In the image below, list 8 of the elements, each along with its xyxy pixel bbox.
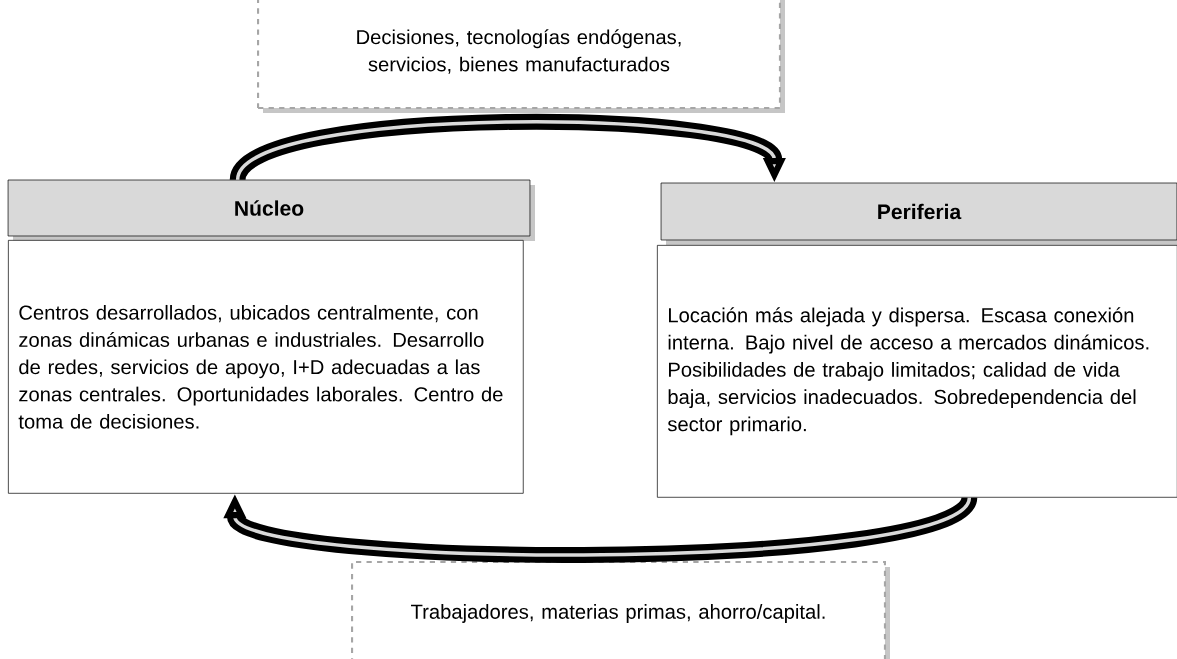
header-box: Núcleo	[7, 179, 531, 237]
description-box: Centros desarrollados, ubicados centralmente, con zonas dinámicas urbanas e industriales. Desarrollo de redes, servicios de apoyo, I+D adecuadas a las zonas centrales. Oportunidades laborales. Centro de toma de decisiones.	[8, 240, 524, 494]
curved-arrow	[230, 114, 786, 184]
note-box: Trabajadores, materias primas, ahorro/capital.	[351, 560, 886, 659]
description-box: Locación más alejada y dispersa. Escasa conexión interna. Bajo nivel de acceso a mercados dinámicos. Posibilidades de trabajo limitados; calidad de vida baja, servicios inadecuados. Sobredependencia del sector primario.	[657, 245, 1177, 498]
header-box: Periferia	[660, 182, 1177, 241]
curved-arrow	[223, 492, 976, 563]
note-box: Decisiones, tecnologías endógenas, servicios, bienes manufacturados	[257, 0, 781, 110]
